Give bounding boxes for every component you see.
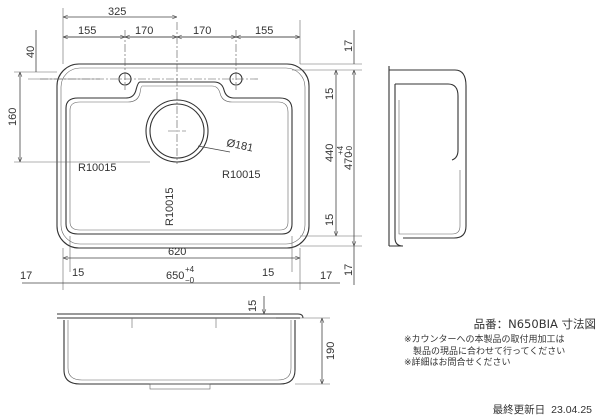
- section-flange-top: [57, 313, 304, 319]
- last-updated-label: 最終更新日: [492, 404, 546, 416]
- section-drain-outlet: [149, 383, 211, 390]
- dim-155-left: 155: [78, 25, 96, 37]
- dim-620: 620: [168, 246, 186, 258]
- label-radius-right: R10015: [222, 169, 261, 181]
- last-updated: 最終更新日 23.04.25: [493, 402, 592, 417]
- dim-470-tol-plus: +4: [336, 145, 345, 155]
- dim-650-tol-minus: −0: [185, 276, 195, 285]
- sink-flange-inner-edge: [60, 67, 306, 245]
- dim-17-bottom: 17: [343, 264, 355, 276]
- note-line-2: 製品の現品に合わせて行ってください: [404, 346, 566, 357]
- top-view: 325 155 170 170 155 40 160 17 15 440 470…: [7, 6, 362, 290]
- dim-160: 160: [7, 108, 19, 126]
- section-bowl: [63, 320, 296, 385]
- side-inner-line: [398, 100, 461, 235]
- product-title: 品番：N650BIA 寸法図: [473, 317, 596, 331]
- dim-470: 470: [343, 152, 355, 170]
- dim-17-left: 17: [20, 270, 32, 282]
- dim-650: 650: [166, 270, 184, 282]
- side-inner-profile: [395, 83, 459, 161]
- sink-bowl-inner-edge: [69, 85, 289, 231]
- dim-17-right: 17: [320, 270, 332, 282]
- notes-block: 品番：N650BIA 寸法図 ※カウンターへの本製品の取付用加工は 製品の現品に…: [404, 316, 596, 370]
- last-updated-date: 23.04.25: [551, 404, 592, 416]
- dim-170-right: 170: [193, 25, 211, 37]
- dim-155-right: 155: [255, 25, 273, 37]
- leader-hole-dia: [197, 145, 231, 153]
- dim-440: 440: [324, 144, 336, 162]
- dim-15-bottom: 15: [324, 214, 336, 226]
- section-view: 15 190: [57, 296, 337, 390]
- sink-outer-flange: [56, 63, 310, 249]
- dim-17-top: 17: [343, 40, 355, 52]
- side-wall: [389, 84, 404, 247]
- note-line-3: ※詳細はお問合せください: [404, 358, 511, 368]
- note-line-1: ※カウンターへの本製品の取付用加工は: [404, 335, 565, 345]
- label-hole-dia: Ø181: [225, 137, 254, 154]
- dim-190: 190: [325, 342, 337, 360]
- dim-650-tol-plus: +4: [185, 265, 195, 274]
- dim-40: 40: [25, 46, 37, 58]
- side-view: [388, 66, 467, 247]
- dim-15-section: 15: [247, 300, 259, 312]
- dim-170-left: 170: [135, 25, 153, 37]
- dim-325: 325: [108, 6, 126, 18]
- section-bowl-inner: [67, 320, 292, 381]
- label-radius-vertical: R10015: [164, 187, 176, 226]
- dim-470-tol-minus: −0: [345, 145, 354, 155]
- dim-15-left: 15: [72, 267, 84, 279]
- dim-15-right: 15: [262, 267, 274, 279]
- side-bottom-profile: [403, 158, 467, 239]
- sink-bowl-outline: [65, 81, 293, 235]
- label-radius-left: R10015: [78, 162, 117, 174]
- side-top-profile: [389, 69, 467, 158]
- dim-15-top: 15: [324, 88, 336, 100]
